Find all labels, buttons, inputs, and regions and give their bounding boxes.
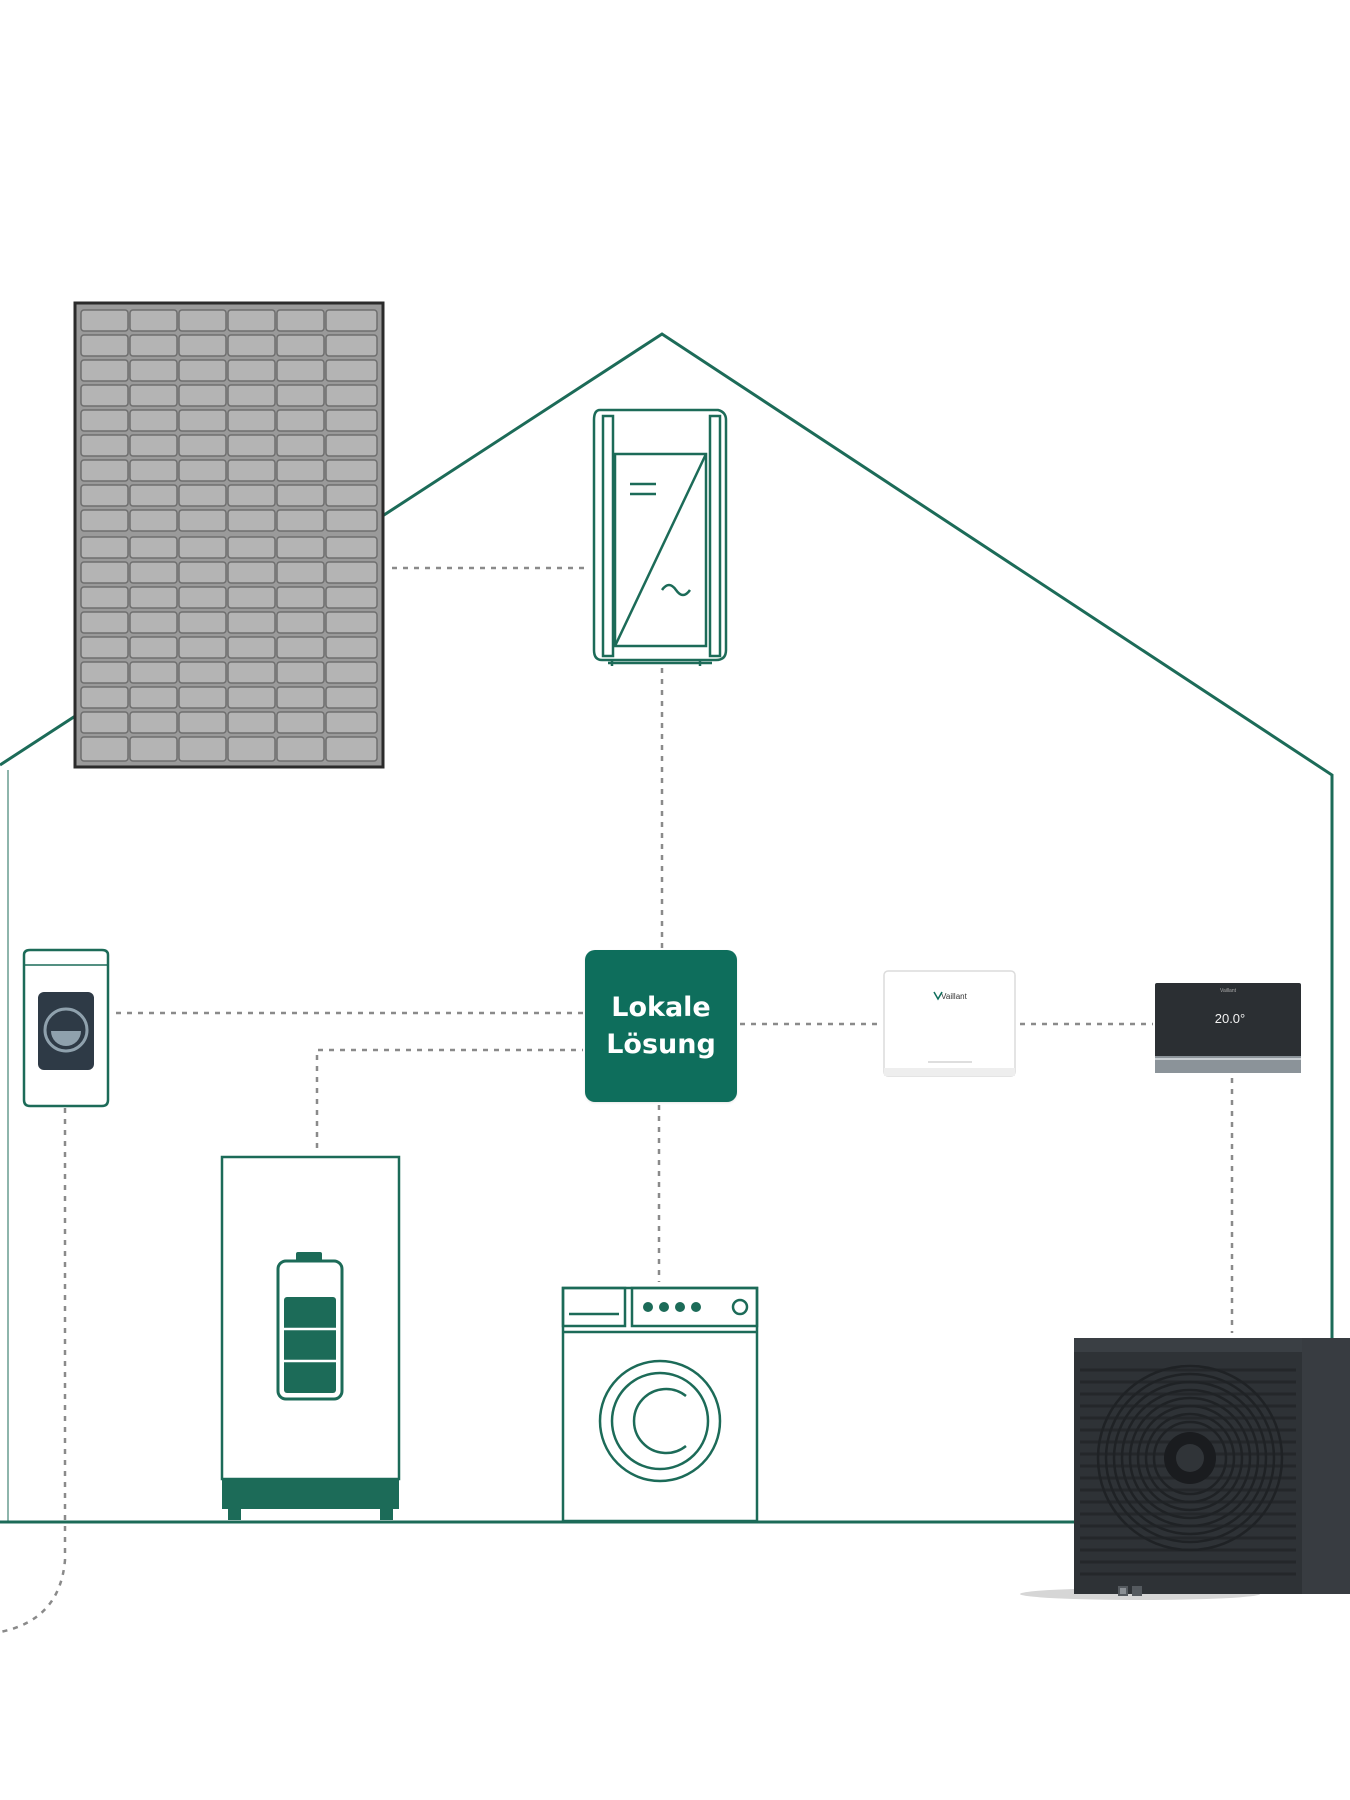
thermostat-icon: Vaillant 20.0° xyxy=(1155,983,1301,1073)
connector-battery-hub xyxy=(315,1048,583,1148)
hub-label-line2: Lösung xyxy=(606,1029,716,1060)
smart-gateway-icon: Vaillant xyxy=(883,970,1016,1077)
heat-pump-icon xyxy=(1020,1338,1350,1600)
thermostat-temperature: 20.0° xyxy=(1215,1011,1246,1026)
washing-machine-icon xyxy=(561,1286,759,1523)
battery-storage-icon xyxy=(220,1155,401,1520)
thermostat-brand-label: Vaillant xyxy=(1220,988,1237,994)
gateway-brand-label: Vaillant xyxy=(941,992,967,1001)
connector-wallbox-grid xyxy=(0,1108,67,1634)
solar-panel-icon xyxy=(73,301,385,769)
wallbox-icon xyxy=(22,948,110,1108)
dotted-connections xyxy=(0,566,1234,1634)
hub-label-line1: Lokale xyxy=(611,992,711,1023)
local-solution-hub: Lokale Lösung xyxy=(585,950,737,1102)
inverter-icon xyxy=(592,408,728,666)
